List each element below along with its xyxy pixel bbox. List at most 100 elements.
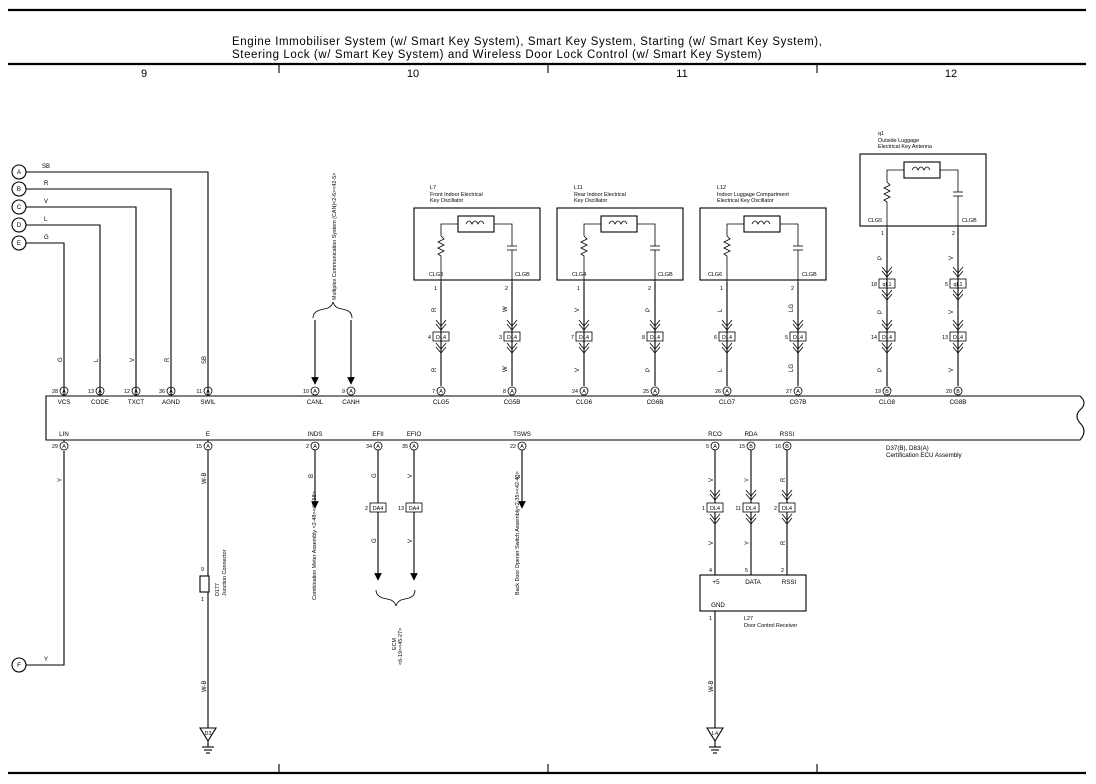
wire-color: V <box>44 199 48 205</box>
pin-number: 18 <box>871 282 877 288</box>
pin-number: 6 <box>714 335 717 341</box>
wire-color: R <box>781 477 787 482</box>
connector-code: B <box>749 444 753 450</box>
pin-number: 1 <box>702 506 705 512</box>
column-number: 12 <box>945 68 957 80</box>
pin-number: 28 <box>52 389 58 395</box>
junction-id: D177 <box>215 583 221 596</box>
pin-number: 1 <box>720 286 723 292</box>
pin-number: 5 <box>945 282 948 288</box>
wire-color: V <box>130 358 136 362</box>
door-control-receiver: V Y R DL4 DL4 DL4 1 11 2 V Y R 4 5 2 +5 … <box>699 450 807 754</box>
ql-label: qL1 <box>954 282 963 288</box>
pin-name: CLGB <box>658 272 673 278</box>
column-number: 10 <box>407 68 419 80</box>
combination-meter-label: Combination Meter Assembly <2-48><42-58> <box>312 491 318 600</box>
wire-color: P <box>646 308 652 312</box>
wire-color: R <box>165 357 171 362</box>
back-door-label: Back Door Opener Switch Assembly<2-35><4… <box>515 471 521 595</box>
connector-code: A <box>725 389 729 395</box>
wire-color: V <box>709 478 715 482</box>
pin-number: 27 <box>786 389 792 395</box>
pin-number: 5 <box>785 335 788 341</box>
column-number: 9 <box>141 68 147 80</box>
pin-number: 9 <box>342 389 345 395</box>
wire-color: L <box>516 474 522 478</box>
connector-code: B <box>885 389 889 395</box>
ecu-label: Certification ECU Assembly <box>886 452 963 459</box>
pin-number: 2 <box>952 231 955 237</box>
column-number: 11 <box>676 68 687 80</box>
pin-name: CLG6 <box>708 272 722 278</box>
wire-color: P <box>878 368 884 372</box>
wire-color: G <box>44 235 49 241</box>
pin-number: 3 <box>499 335 502 341</box>
pin-number: 19 <box>875 389 881 395</box>
dl-label: DL4 <box>882 335 892 341</box>
connector-code: A <box>582 389 586 395</box>
pin-number: 11 <box>735 506 741 512</box>
pin-number: 2 <box>781 568 784 574</box>
terminal-name: CG6B <box>647 399 664 406</box>
pin-number: 1 <box>881 231 884 237</box>
wire-color: P <box>878 256 884 260</box>
wire-color: R <box>432 367 438 372</box>
pin-name: CLG3 <box>429 272 443 278</box>
junction-name: Junction Connector <box>222 549 228 596</box>
component-name: Key Oscillator <box>574 198 607 204</box>
terminal-name: EFIO <box>407 431 422 438</box>
wire-color: R <box>432 307 438 312</box>
ground-e-circuit: W-B 9 1 D177 Junction Connector W-B D3 <box>199 450 228 754</box>
pin-number: 9 <box>201 567 204 573</box>
terminal-name: CG7B <box>790 399 807 406</box>
connector-code: A <box>412 444 416 450</box>
oscillator-l11: L11 Rear Indoor Electrical Key Oscillato… <box>556 185 684 406</box>
multiplex-label: Multiplex Communication System (CAN)<2-6… <box>332 173 338 300</box>
dl-label: DL4 <box>953 335 963 341</box>
wire-color: L <box>718 368 724 372</box>
certification-ecu-body <box>45 395 1085 441</box>
ecu-label: D37(B), D83(A) <box>886 445 929 452</box>
dl-label: DL4 <box>507 335 517 341</box>
wire-color: LG <box>789 304 795 312</box>
title-line-2: Steering Lock (w/ Smart Key System) and … <box>232 49 762 61</box>
pin-name: CLGB <box>802 272 817 278</box>
terminal-name: TXCT <box>128 399 144 406</box>
connector-code: A <box>62 389 66 395</box>
wire-color: V <box>575 308 581 312</box>
dl-label: DL4 <box>579 335 589 341</box>
terminal-name: CLG5 <box>433 399 450 406</box>
wire-color: LG <box>789 364 795 372</box>
pin-number: 2 <box>648 286 651 292</box>
tsws-circuit: L Back Door Opener Switch Assembly<2-35>… <box>515 450 526 595</box>
connector-code: A <box>134 389 138 395</box>
dl-label: DL4 <box>722 335 732 341</box>
dl-label: DL4 <box>782 506 792 512</box>
terminal-name: E <box>206 431 210 438</box>
component-name: Electrical Key Oscillator <box>717 198 774 204</box>
wire-color: Y <box>58 478 64 482</box>
inds-circuit: B Combination Meter Assembly <2-48><42-5… <box>309 450 319 600</box>
pin-number: 13 <box>942 335 948 341</box>
terminal-name: RSSI <box>782 579 797 586</box>
pin-name: CLGB <box>515 272 530 278</box>
connector-code: B <box>785 444 789 450</box>
da4-label: DA4 <box>373 506 384 512</box>
terminal-name: EFII <box>372 431 384 438</box>
component-id: q1 <box>878 131 884 137</box>
component-id: L12 <box>717 185 726 191</box>
wire-color: R <box>781 540 787 545</box>
connector-code: A <box>169 389 173 395</box>
connector-code: A <box>98 389 102 395</box>
component-name: Key Oscillator <box>430 198 463 204</box>
pin-number: 22 <box>510 444 516 450</box>
terminal-name: CANL <box>307 399 324 406</box>
terminal-name: SWIL <box>200 399 216 406</box>
terminal-name: +5 <box>712 579 720 586</box>
oscillator-l7: L7 Front Indoor Electrical Key Oscillato… <box>413 185 541 406</box>
pin-number: 16 <box>775 444 781 450</box>
terminal-name: CG5B <box>504 399 521 406</box>
pin-number: 15 <box>739 444 745 450</box>
terminal-name: CLG6 <box>576 399 593 406</box>
terminal-name: CODE <box>91 399 109 406</box>
